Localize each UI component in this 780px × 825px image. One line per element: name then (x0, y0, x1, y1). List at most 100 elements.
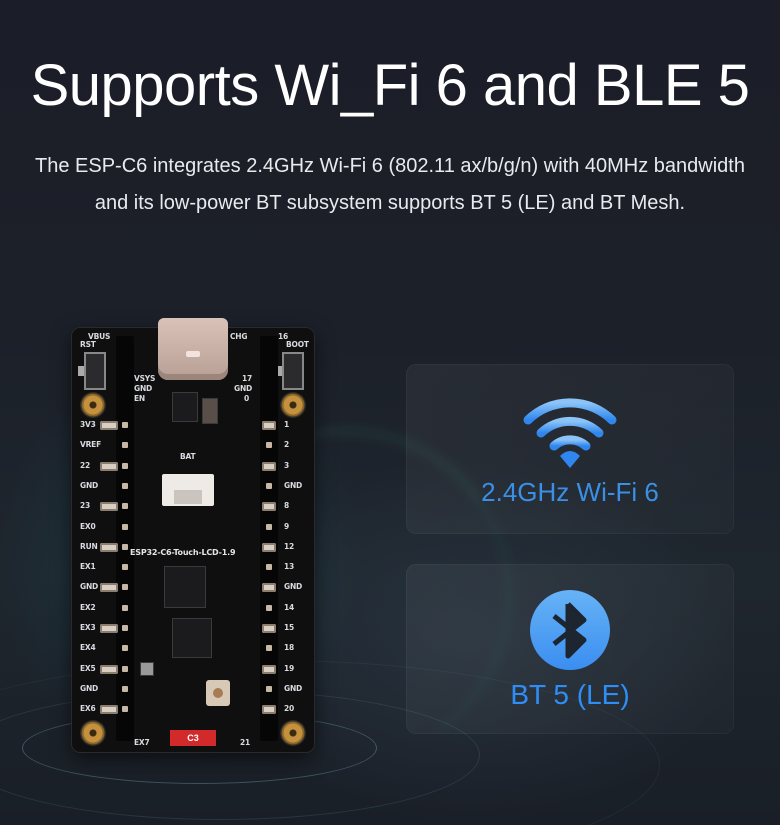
battery-connector (162, 474, 214, 506)
silk-label: EX7 (134, 738, 150, 747)
silk-label: 0 (244, 394, 250, 403)
pin-label: 3V3 (80, 420, 96, 429)
solder-pad (100, 461, 118, 471)
solder-pad (262, 421, 276, 430)
silk-label: BAT (180, 452, 196, 461)
bluetooth-icon (530, 590, 610, 670)
pin-label: VREF (80, 440, 102, 450)
solder-pad (262, 502, 276, 512)
header-pin (266, 442, 272, 449)
solder-pad (262, 624, 276, 633)
pin-label: 19 (284, 663, 295, 673)
mounting-hole (280, 720, 306, 746)
pin-label: GND (284, 480, 303, 490)
pin-label: EX0 (80, 521, 96, 531)
usb-c-port (158, 318, 228, 380)
pin-label: GND (80, 683, 99, 693)
header-pin (122, 442, 128, 449)
chip (172, 392, 198, 422)
mounting-hole (280, 392, 306, 418)
header-pin (122, 422, 128, 428)
chip (202, 398, 218, 424)
solder-pad (262, 542, 276, 552)
pin-label: 9 (284, 521, 290, 531)
bluetooth-feature-label: BT 5 (LE) (510, 679, 630, 710)
silk-label: CHG (230, 332, 248, 341)
solder-pad (262, 705, 276, 715)
silk-label: 16 (278, 332, 289, 341)
silk-label: GND (234, 384, 253, 393)
silk-label: 17 (242, 374, 253, 383)
header-pin (122, 462, 128, 469)
header-pin (122, 503, 128, 510)
header-pin (266, 482, 272, 489)
pin-label: 23 (80, 501, 91, 511)
pin-label: 2 (284, 440, 290, 450)
header-pin (122, 584, 128, 591)
pin-label: EX5 (80, 663, 96, 673)
description: The ESP-C6 integrates 2.4GHz Wi-Fi 6 (80… (35, 155, 745, 214)
boot-button-graphic (276, 352, 304, 390)
header-pin (122, 706, 128, 713)
pin-label: EX2 (80, 602, 96, 612)
pin-label: 15 (284, 623, 295, 632)
pin-label: RUN (80, 541, 98, 551)
solder-pad (100, 583, 118, 593)
bluetooth-feature-card: BT 5 (LE) (406, 564, 734, 734)
header-pin (266, 645, 272, 652)
wifi-feature-label: 2.4GHz Wi-Fi 6 (481, 477, 659, 507)
pin-label: 20 (284, 704, 295, 714)
pin-label: 8 (284, 501, 290, 511)
pin-label: EX4 (80, 643, 96, 653)
silk-label: VBUS (88, 332, 111, 341)
solder-pad (262, 583, 276, 593)
pin-label: GND (80, 480, 99, 490)
pin-label: 22 (80, 460, 91, 470)
solder-pad (100, 542, 118, 552)
header-pin (122, 523, 128, 530)
header-pin (122, 482, 128, 489)
silk-label: GND (134, 384, 153, 393)
right-pin-header (260, 336, 278, 741)
antenna-connector (206, 680, 230, 706)
mounting-hole (80, 392, 106, 418)
silk-label: 21 (240, 738, 251, 747)
header-pin (266, 604, 272, 611)
mounting-hole (80, 720, 106, 746)
pin-label: GND (80, 582, 99, 592)
left-pin-header (116, 336, 134, 741)
header-pin (266, 564, 272, 571)
pin-label: EX6 (80, 704, 96, 714)
reset-button-graphic (78, 352, 106, 390)
header-pin (122, 665, 128, 672)
silk-label: EN (134, 394, 146, 403)
header-pin (122, 685, 128, 692)
pin-label: EX3 (80, 623, 96, 632)
crystal (140, 662, 154, 676)
esp32-c6-board-image: VBUS RST CHG 16 BOOT VSYS GND EN 17 GND … (72, 318, 314, 752)
header-pin (122, 564, 128, 571)
pin-label: GND (284, 683, 303, 693)
pin-label: 3 (284, 460, 290, 470)
pin-label: 18 (284, 643, 295, 653)
header-pin (122, 604, 128, 611)
silk-label: VSYS (134, 374, 156, 383)
header-pin (266, 523, 272, 530)
solder-pad (100, 664, 118, 674)
solder-pad (100, 624, 118, 633)
page-title: Supports Wi_Fi 6 and BLE 5 (30, 53, 750, 118)
pin-label: EX1 (80, 562, 96, 572)
wifi-icon (523, 398, 617, 468)
header-pin (122, 543, 128, 550)
capacitor-label: C3 (170, 730, 216, 746)
main-soc-chip (172, 618, 212, 658)
board-model-label: ESP32-C6-Touch-LCD-1.9 (130, 548, 236, 557)
solder-pad (262, 461, 276, 471)
silk-label: RST (80, 340, 96, 349)
wifi-feature-card: 2.4GHz Wi-Fi 6 (406, 364, 734, 534)
pin-label: 12 (284, 541, 295, 551)
header-pin (122, 645, 128, 652)
solder-pad (262, 664, 276, 674)
pin-label: GND (284, 582, 303, 592)
solder-pad (100, 705, 118, 715)
